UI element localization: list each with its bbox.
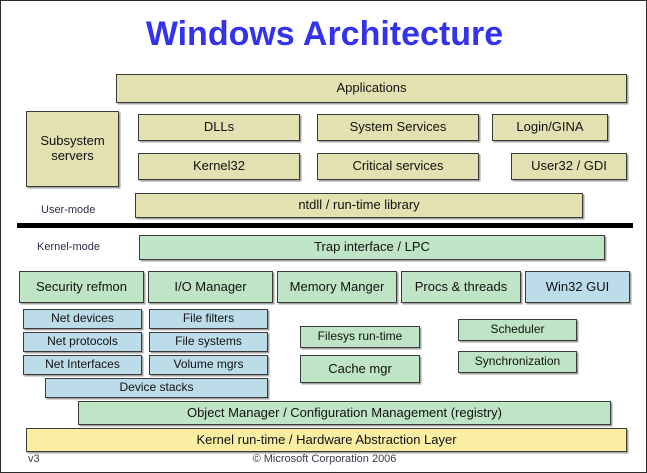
manager-box-security-refmon: Security refmon (19, 271, 144, 303)
user-mode-label: User-mode (41, 204, 96, 216)
kernel32-box: Kernel32 (138, 153, 300, 180)
device-stacks-box: Device stacks (45, 378, 268, 398)
scheduler-box: Scheduler (458, 319, 577, 341)
volume-mgrs-box: Volume mgrs (149, 355, 268, 375)
kernel-mode-label: Kernel-mode (37, 241, 100, 253)
login-gina-box: Login/GINA (492, 114, 608, 141)
file-filters-box: File filters (149, 309, 268, 329)
dlls-box: DLLs (138, 114, 300, 141)
net-devices-box: Net devices (23, 309, 142, 329)
copyright-label: © Microsoft Corporation 2006 (252, 453, 397, 465)
cache-mgr-box: Cache mgr (300, 355, 420, 383)
net-protocols-box: Net protocols (23, 332, 142, 352)
file-systems-box: File systems (149, 332, 268, 352)
manager-box-win32-gui: Win32 GUI (525, 271, 630, 303)
critical-services-box: Critical services (317, 153, 479, 180)
trap-interface-box: Trap interface / LPC (139, 235, 605, 260)
page-title: Windows Architecture (145, 15, 504, 53)
user32-gdi-box: User32 / GDI (511, 153, 627, 180)
applications-box: Applications (116, 74, 627, 103)
net-interfaces-box: Net Interfaces (23, 355, 142, 375)
system-services-box: System Services (317, 114, 479, 141)
ntdll-box: ntdll / run-time library (135, 193, 583, 218)
manager-box-io-manager: I/O Manager (148, 271, 273, 303)
manager-box-procs-threads: Procs & threads (401, 271, 521, 303)
object-manager-box: Object Manager / Configuration Managemen… (78, 401, 611, 425)
filesys-runtime-box: Filesys run-time (300, 326, 420, 348)
version-label: v3 (28, 453, 40, 465)
manager-box-memory-manger: Memory Manger (277, 271, 397, 303)
hal-box: Kernel run-time / Hardware Abstraction L… (26, 428, 627, 452)
user-kernel-divider (17, 223, 633, 228)
subsystem-servers-box: Subsystem servers (26, 111, 119, 187)
synchronization-box: Synchronization (458, 351, 577, 373)
